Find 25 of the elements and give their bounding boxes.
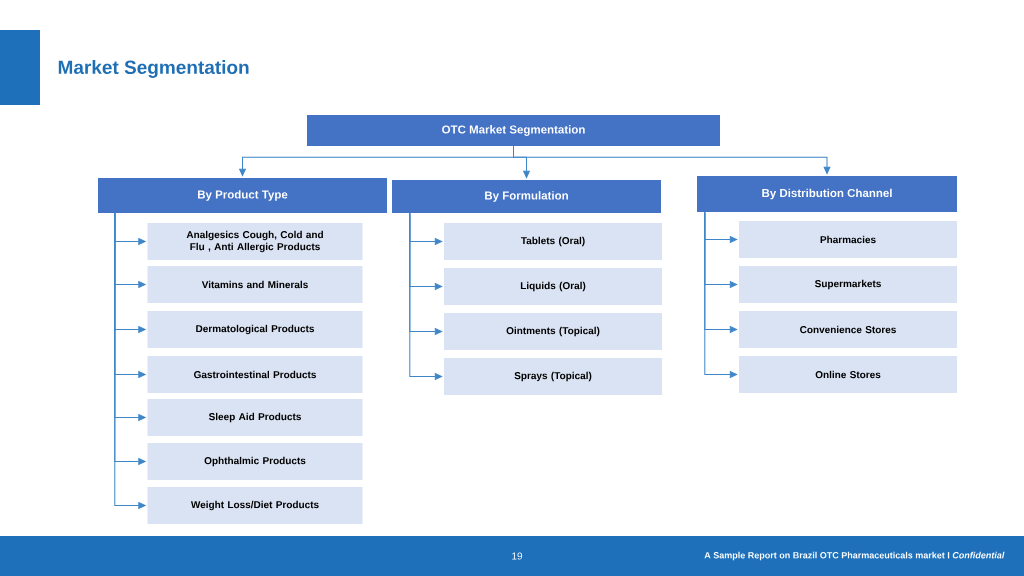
category-box: By Formulation: [392, 180, 661, 213]
segment-box: Tablets (Oral): [444, 223, 662, 260]
title: Market Segmentation: [58, 60, 249, 78]
header-box: OTC Market Segmentation: [307, 115, 720, 146]
arrow: [513, 145, 831, 175]
segment-box: Weight Loss/Diet Products: [147, 487, 363, 524]
segment-box: Dermatological Products: [147, 311, 363, 348]
arrow: [704, 211, 738, 378]
segment-box: Convenience Stores: [739, 311, 957, 348]
segment-box: Online Stores: [739, 356, 957, 393]
arrow: [409, 212, 443, 380]
category-box: By Product Type: [98, 178, 387, 213]
segment-box: Supermarkets: [739, 266, 957, 303]
segment-box: Analgesics Cough, Cold and Flu , Anti Allergic Products: [147, 223, 363, 260]
segment-box: Vitamins and Minerals: [147, 266, 363, 303]
segment-box: Sprays (Topical): [444, 358, 662, 395]
segment-box: Ointments (Topical): [444, 313, 662, 350]
category-box: By Distribution Channel: [697, 176, 957, 212]
segment-box: Gastrointestinal Products: [147, 356, 363, 393]
segment-box: Ophthalmic Products: [147, 443, 363, 480]
segment-box: Sleep Aid Products: [147, 399, 363, 436]
footer-text: A Sample Report on Brazil OTC Pharmaceuticals market I Confidential: [704, 551, 1005, 561]
segment-box: Pharmacies: [739, 221, 957, 258]
segment-box: Liquids (Oral): [444, 268, 662, 305]
page-number: 19: [512, 552, 523, 560]
